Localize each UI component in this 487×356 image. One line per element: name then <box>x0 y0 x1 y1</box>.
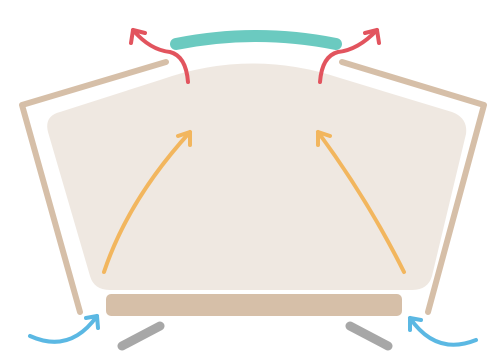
interior-chamber <box>47 63 467 290</box>
arrowhead-icon <box>316 130 332 147</box>
warm-air-arrow-left <box>102 130 192 274</box>
hot-air-arrow-left <box>129 28 190 84</box>
cool-air-arrow-right-shaft <box>408 316 478 347</box>
cool-air-arrow-left-shaft <box>28 314 99 344</box>
warm-air-arrow-right <box>316 130 406 274</box>
warm-air-arrow-right-shaft <box>316 130 406 274</box>
hot-air-arrow-right-shaft <box>318 28 379 84</box>
warm-air-arrow-left-shaft <box>102 130 192 274</box>
top-vent <box>170 30 342 50</box>
arrowhead-icon <box>363 28 381 45</box>
heating-element <box>106 294 402 316</box>
hot-air-arrow-right <box>318 28 381 84</box>
housing-outline-left <box>19 59 169 315</box>
cool-air-arrow-right <box>408 316 478 347</box>
arrowhead-icon <box>129 28 147 45</box>
cool-air-arrow-left <box>28 314 100 344</box>
arrowhead-icon <box>84 314 100 330</box>
housing-outline-right <box>339 59 487 315</box>
right-foot <box>345 321 393 351</box>
hot-air-arrow-left-shaft <box>131 28 190 84</box>
arrowhead-icon <box>176 130 192 147</box>
left-foot <box>117 321 165 351</box>
arrowhead-icon <box>408 316 423 332</box>
